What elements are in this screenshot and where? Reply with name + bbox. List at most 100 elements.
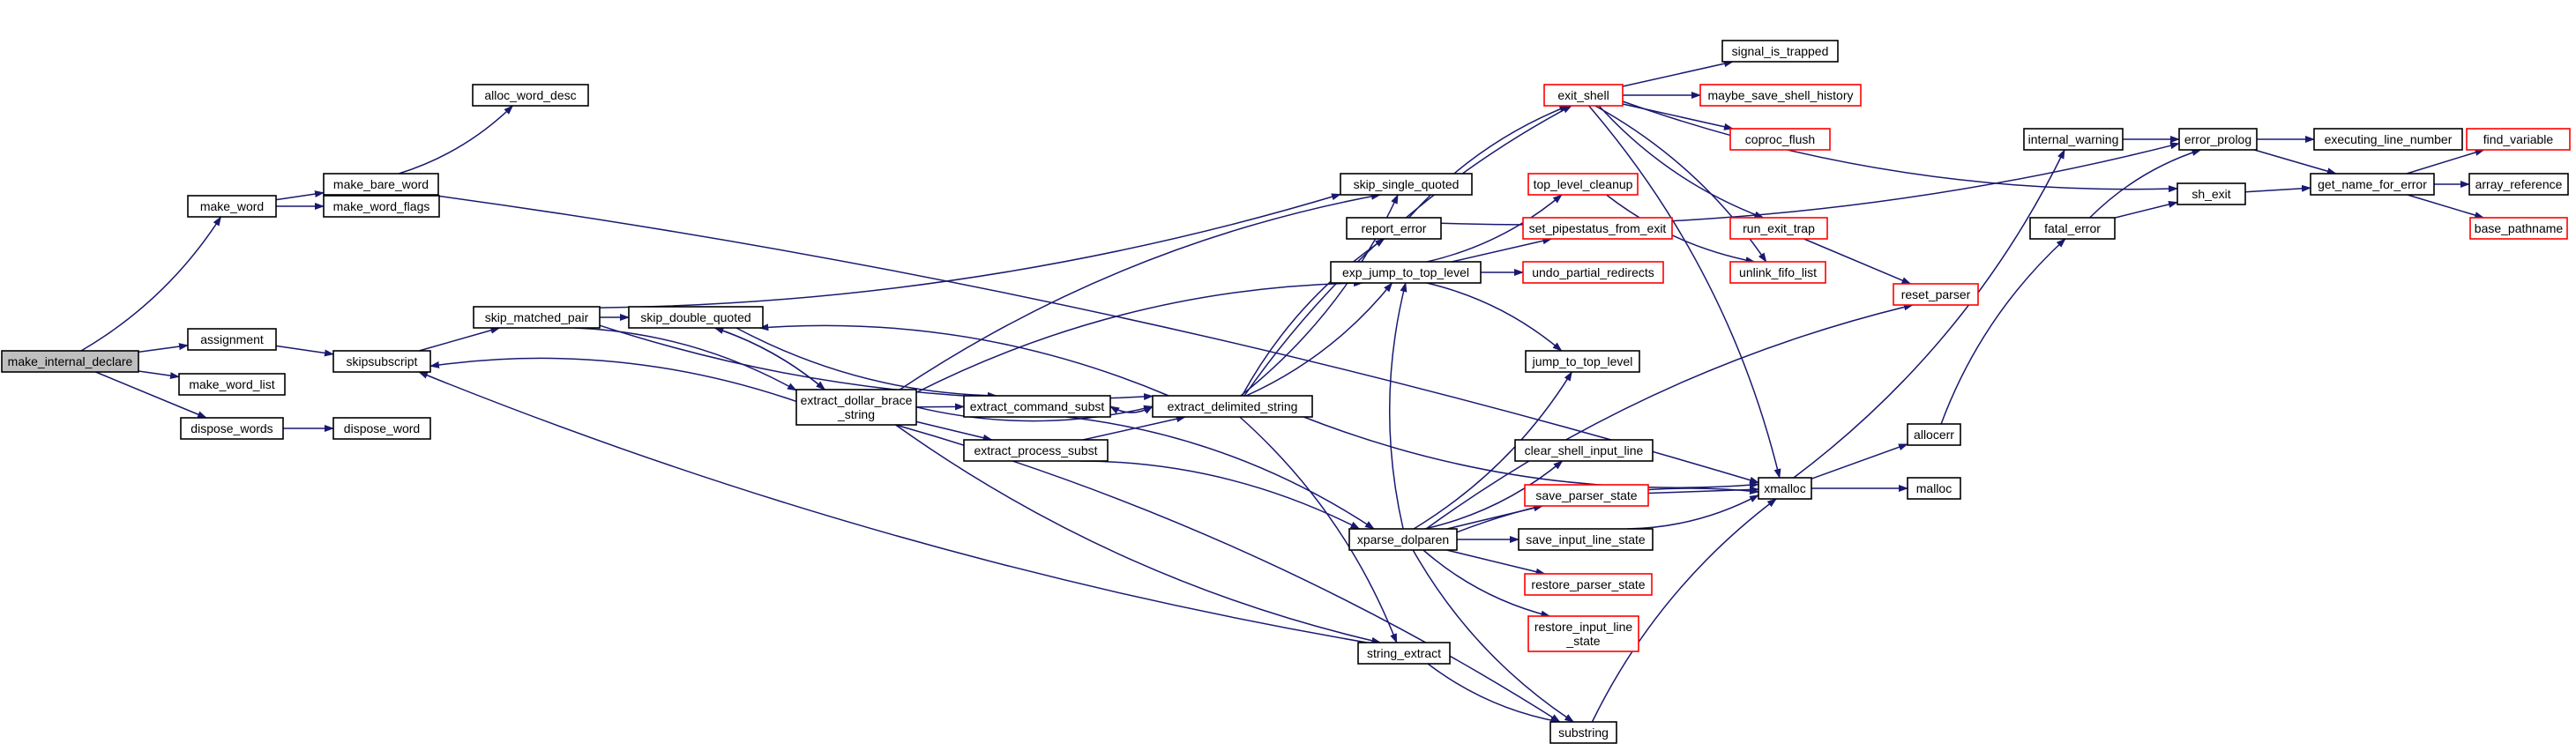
edge-sh-exit-to-get-name-for-error [2244,184,2311,193]
node-top-level-cleanup[interactable]: top_level_cleanup [1527,173,1639,196]
node-label: clear_shell_input_line [1525,443,1644,457]
node-jump-to-top-level[interactable]: jump_to_top_level [1525,350,1640,373]
edge-xparse-dolparen-to-exp-jump-to-top-level [1388,282,1407,530]
node-extract-delimited-string[interactable]: extract_delimited_string [1152,395,1313,418]
node-undo-partial-redirects[interactable]: undo_partial_redirects [1522,261,1664,284]
node-box [323,195,440,218]
node-box [473,306,601,329]
edge-make-internal-declare-to-make-word-list [138,370,180,380]
node-reset-parser[interactable]: reset_parser [1893,283,1979,306]
node-make-word-flags[interactable]: make_word_flags [323,195,440,218]
node-label: make_internal_declare [8,354,133,368]
node-allocerr[interactable]: allocerr [1907,423,1961,446]
node-restore-input-line-state[interactable]: restore_input_line_state [1527,615,1639,652]
node-skipsubscript[interactable]: skipsubscript [332,350,431,373]
node-skip-double-quoted[interactable]: skip_double_quoted [628,306,764,329]
node-xmalloc[interactable]: xmalloc [1758,477,1812,500]
edge-make-bare-word-to-alloc-word-desc [398,105,514,175]
node-run-exit-trap[interactable]: run_exit_trap [1729,217,1828,240]
node-box [332,350,431,373]
node-assignment[interactable]: assignment [187,328,277,351]
node-box [187,195,277,218]
node-box [2468,173,2569,196]
node-label: exp_jump_to_top_level [1342,265,1469,279]
edge-fatal-error-to-sh-exit [2114,201,2178,219]
edge-extract-delimited-string-to-skip-double-quoted [758,323,1169,397]
node-box [1893,283,1979,306]
node-label: internal_warning [2028,132,2119,146]
edge-xparse-dolparen-to-substring [1412,549,1575,723]
node-box [472,84,589,107]
nodes-layer: make_internal_declare make_word assignment… [1,40,2571,744]
edge-make-internal-declare-to-make-word [80,216,222,352]
node-label: fatal_error [2044,221,2101,235]
node-label: find_variable [2483,132,2554,146]
node-box [1524,484,1649,507]
node-label: reset_parser [1901,287,1971,301]
edge-xparse-dolparen-to-reset-parser [1425,303,1914,530]
node-find-variable[interactable]: find_variable [2466,128,2571,151]
node-box [1549,721,1617,744]
node-box [963,395,1111,418]
node-exp-jump-to-top-level[interactable]: exp_jump_to_top_level [1330,261,1482,284]
edge-skip-matched-pair-to-extract-dollar-brace-string [574,327,797,391]
node-label: assignment [200,332,264,346]
edge-extract-command-subst-to-xparse-dolparen [1065,416,1375,530]
node-sh-exit[interactable]: sh_exit [2177,182,2246,205]
edge-skip-matched-pair-to-extract-delimited-string [599,324,1154,400]
node-box [1152,395,1313,418]
node-substring[interactable]: substring [1549,721,1617,744]
node-clear-shell-input-line[interactable]: clear_shell_input_line [1514,439,1654,462]
node-malloc[interactable]: malloc [1907,477,1961,500]
node-alloc-word-desc[interactable]: alloc_word_desc [472,84,589,107]
node-dispose-word[interactable]: dispose_word [332,417,431,440]
node-label: _state [1565,634,1600,648]
node-executing-line-number[interactable]: executing_line_number [2313,128,2463,151]
node-restore-parser-state[interactable]: restore_parser_state [1524,573,1653,596]
node-internal-warning[interactable]: internal_warning [2023,128,2124,151]
node-extract-command-subst[interactable]: extract_command_subst [963,395,1111,418]
edge-extract-dollar-brace-string-to-skip-single-quoted [899,192,1381,390]
node-make-internal-declare[interactable]: make_internal_declare [1,350,139,373]
edge-exit-shell-to-run-exit-trap [1598,105,1765,219]
node-set-pipestatus-from-exit[interactable]: set_pipestatus_from_exit [1522,217,1673,240]
node-box [1518,528,1654,551]
node-base-pathname[interactable]: base_pathname [2469,217,2568,240]
node-skip-single-quoted[interactable]: skip_single_quoted [1340,173,1473,196]
node-extract-process-subst[interactable]: extract_process_subst [963,439,1109,462]
node-box [178,373,286,396]
node-make-word[interactable]: make_word [187,195,277,218]
node-label: skip_matched_pair [485,310,589,324]
node-make-bare-word[interactable]: make_bare_word [323,173,439,196]
node-unlink-fifo-list[interactable]: unlink_fifo_list [1729,261,1826,284]
node-make-word-list[interactable]: make_word_list [178,373,286,396]
node-exit-shell[interactable]: exit_shell [1543,84,1624,107]
node-coproc-flush[interactable]: coproc_flush [1729,128,1831,151]
edge-save-input-line-state-to-xmalloc [1626,494,1759,530]
node-box [963,439,1109,462]
node-report-error[interactable]: report_error [1346,217,1442,240]
node-extract-dollar-brace-string[interactable]: extract_dollar_brace_string [795,389,917,426]
node-dispose-words[interactable]: dispose_words [180,417,284,440]
edge-extract-delimited-string-to-string-extract [1239,416,1398,643]
node-box [1527,173,1639,196]
node-box [1721,40,1839,63]
node-error-prolog[interactable]: error_prolog [2178,128,2258,151]
node-label: skipsubscript [347,354,418,368]
node-box [1357,642,1451,665]
node-box [2178,128,2258,151]
node-maybe-save-shell-history[interactable]: maybe_save_shell_history [1699,84,1862,107]
node-label: unlink_fifo_list [1739,265,1817,279]
node-get-name-for-error[interactable]: get_name_for_error [2310,173,2435,196]
node-save-input-line-state[interactable]: save_input_line_state [1518,528,1654,551]
node-xparse-dolparen[interactable]: xparse_dolparen [1348,528,1458,551]
node-array-reference[interactable]: array_reference [2468,173,2569,196]
node-fatal-error[interactable]: fatal_error [2029,217,2116,240]
node-label: report_error [1362,221,1427,235]
node-string-extract[interactable]: string_extract [1357,642,1451,665]
node-skip-matched-pair[interactable]: skip_matched_pair [473,306,601,329]
node-signal-is-trapped[interactable]: signal_is_trapped [1721,40,1839,63]
node-box [1348,528,1458,551]
node-save-parser-state[interactable]: save_parser_state [1524,484,1649,507]
node-label: exit_shell [1557,88,1609,102]
